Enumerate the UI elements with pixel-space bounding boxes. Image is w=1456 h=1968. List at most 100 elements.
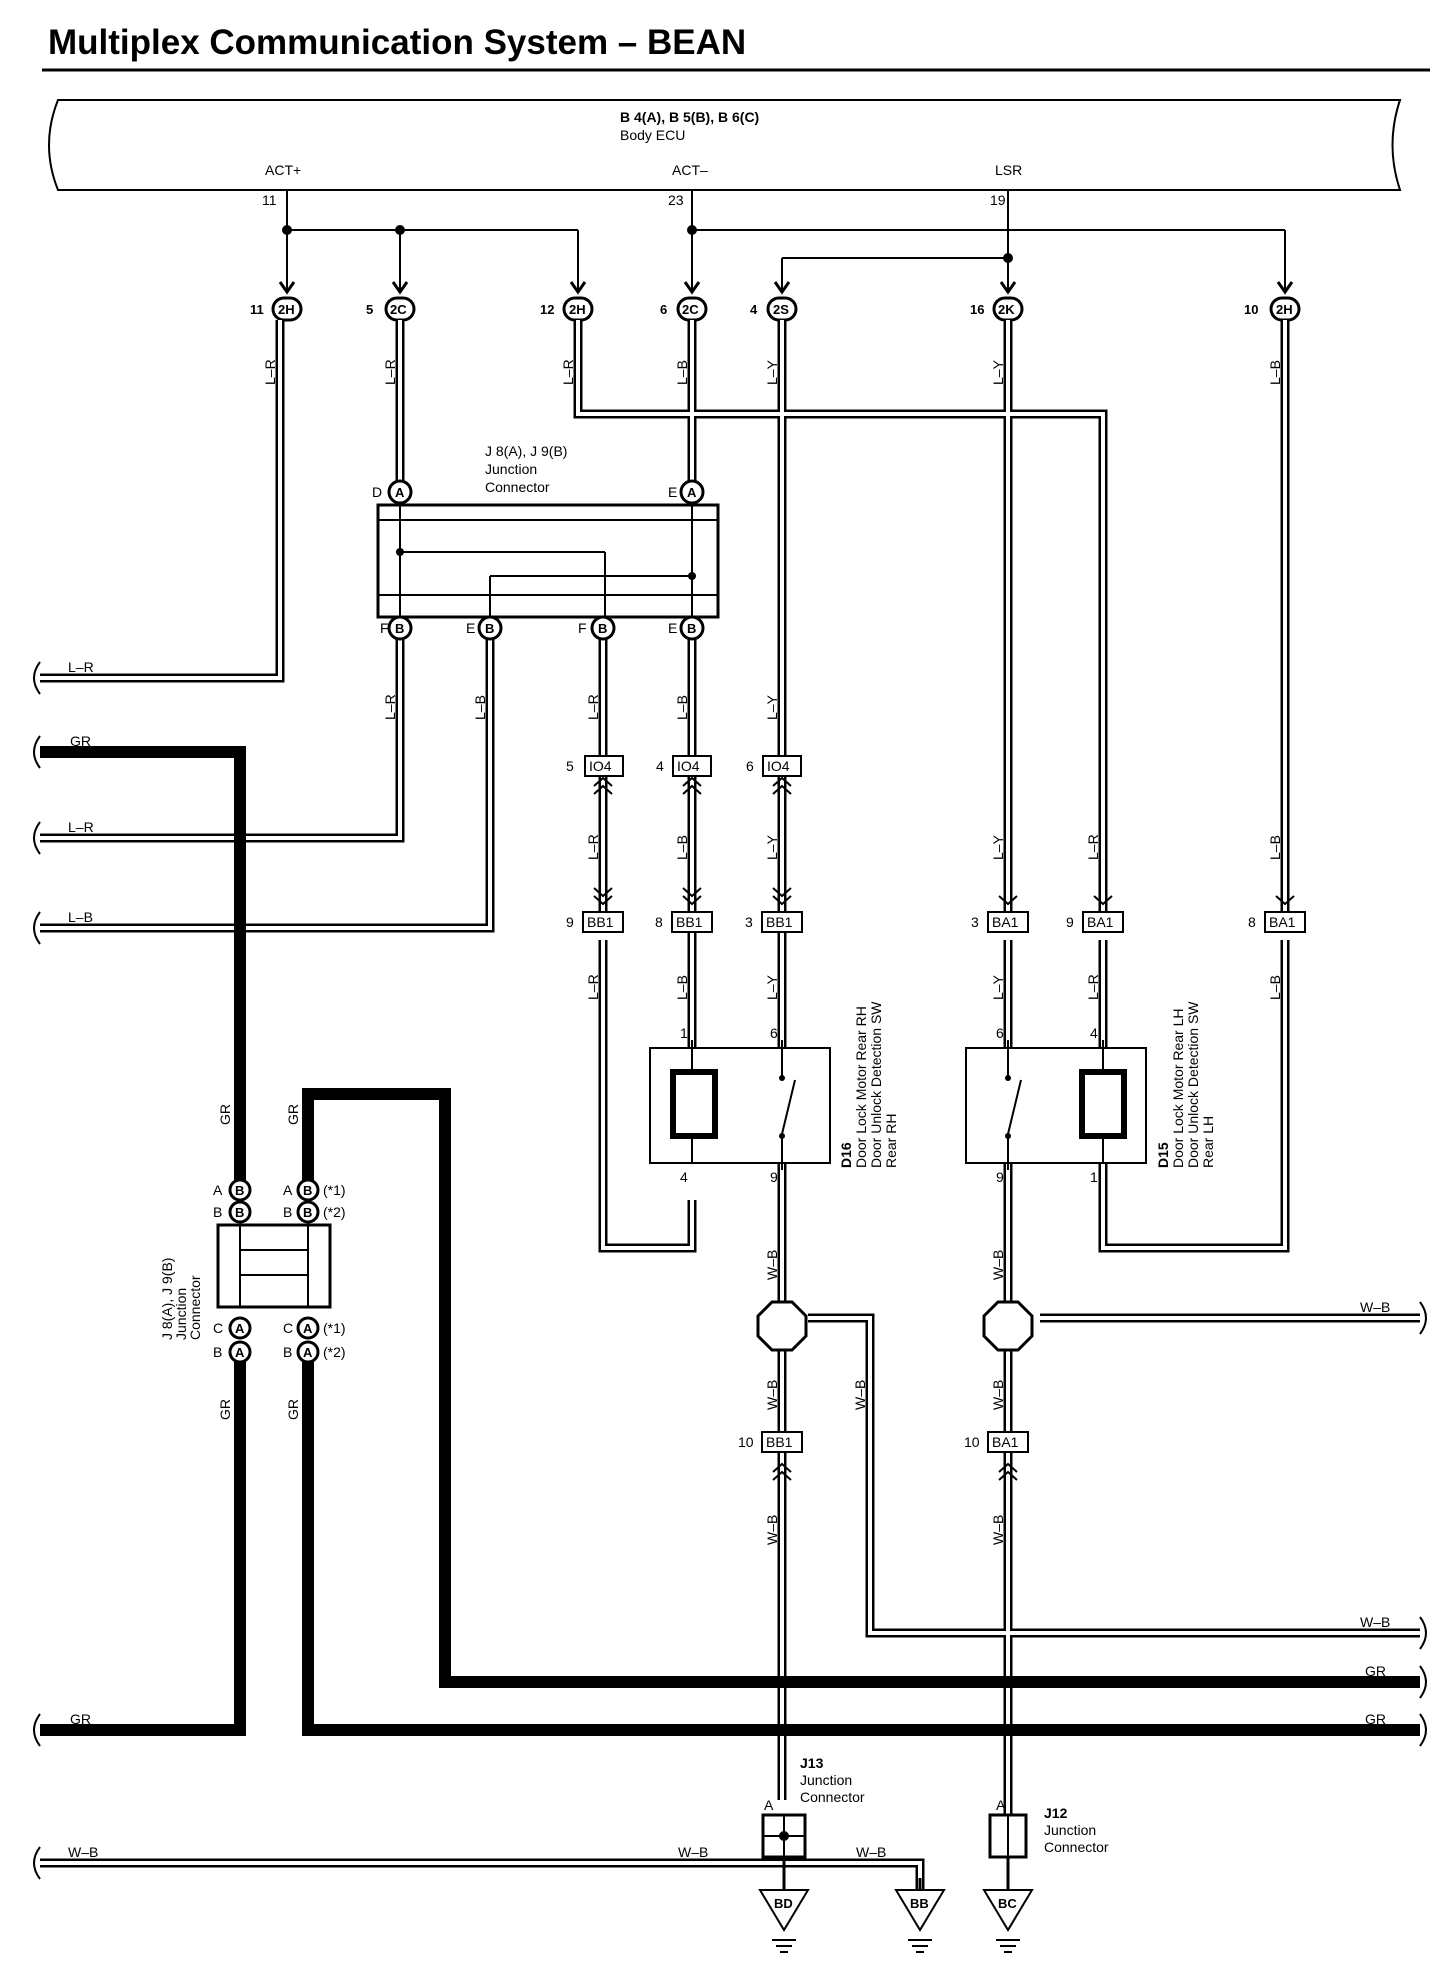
svg-text:GR: GR bbox=[217, 1104, 233, 1125]
svg-text:L–B: L–B bbox=[674, 835, 690, 860]
svg-text:GR: GR bbox=[1365, 1711, 1386, 1727]
door-lock-motor-rear-rh: 1 6 4 9 D16 Door Lock Motor Rear RH Door… bbox=[649, 1001, 899, 1185]
svg-text:(*1): (*1) bbox=[323, 1182, 346, 1198]
svg-text:A: A bbox=[213, 1182, 223, 1198]
svg-text:W–B: W–B bbox=[764, 1250, 780, 1280]
svg-text:C: C bbox=[213, 1320, 223, 1336]
svg-text:L–R: L–R bbox=[1085, 974, 1101, 1000]
svg-text:IO4: IO4 bbox=[767, 758, 790, 774]
svg-text:L–Y: L–Y bbox=[990, 834, 1006, 860]
svg-text:Connector: Connector bbox=[1044, 1839, 1109, 1855]
svg-text:2S: 2S bbox=[773, 302, 789, 317]
svg-text:B: B bbox=[303, 1205, 312, 1220]
svg-text:F: F bbox=[380, 620, 389, 636]
svg-text:Rear LH: Rear LH bbox=[1200, 1116, 1216, 1168]
svg-text:BB1: BB1 bbox=[587, 914, 614, 930]
wire-labels-horizontal: L–R GR L–R L–B GR W–B W–B W–B GR GR W–B … bbox=[68, 659, 1390, 1860]
svg-text:J 8(A), J 9(B): J 8(A), J 9(B) bbox=[159, 1258, 175, 1340]
svg-text:B: B bbox=[485, 621, 494, 636]
svg-text:Door Unlock Detection SW: Door Unlock Detection SW bbox=[868, 1001, 884, 1168]
svg-text:B: B bbox=[303, 1183, 312, 1198]
svg-text:D16: D16 bbox=[838, 1142, 854, 1168]
jc-upper-line1: Junction bbox=[485, 461, 537, 477]
svg-text:E: E bbox=[668, 620, 677, 636]
svg-text:5: 5 bbox=[566, 758, 574, 774]
svg-text:F: F bbox=[578, 620, 587, 636]
svg-text:W–B: W–B bbox=[764, 1515, 780, 1545]
svg-text:L–R: L–R bbox=[1085, 834, 1101, 860]
svg-text:GR: GR bbox=[217, 1399, 233, 1420]
svg-text:(*2): (*2) bbox=[323, 1204, 346, 1220]
svg-text:L–Y: L–Y bbox=[764, 694, 780, 720]
svg-text:6: 6 bbox=[770, 1025, 778, 1041]
svg-text:6: 6 bbox=[746, 758, 754, 774]
svg-text:Connector: Connector bbox=[187, 1275, 203, 1340]
svg-text:L–Y: L–Y bbox=[990, 359, 1006, 385]
svg-text:W–B: W–B bbox=[678, 1844, 708, 1860]
page-title: Multiplex Communication System – BEAN bbox=[48, 23, 746, 62]
svg-text:3: 3 bbox=[745, 914, 753, 930]
svg-text:3: 3 bbox=[971, 914, 979, 930]
svg-text:BA1: BA1 bbox=[992, 914, 1019, 930]
svg-text:10: 10 bbox=[964, 1434, 980, 1450]
svg-text:B: B bbox=[687, 621, 696, 636]
svg-text:Junction: Junction bbox=[1044, 1822, 1096, 1838]
junction-connector-j13: J13 Junction Connector A bbox=[761, 1755, 865, 1859]
svg-text:W–B: W–B bbox=[990, 1380, 1006, 1410]
svg-text:2K: 2K bbox=[998, 302, 1015, 317]
svg-text:L–B: L–B bbox=[1267, 835, 1283, 860]
junction-connector-j12: J12 Junction Connector A bbox=[988, 1797, 1109, 1859]
terminal-pin-23: 23 bbox=[668, 192, 684, 208]
svg-text:B: B bbox=[213, 1344, 222, 1360]
svg-text:L–Y: L–Y bbox=[764, 834, 780, 860]
svg-text:L–Y: L–Y bbox=[990, 974, 1006, 1000]
svg-text:L–B: L–B bbox=[674, 975, 690, 1000]
svg-text:J12: J12 bbox=[1044, 1805, 1068, 1821]
svg-text:IO4: IO4 bbox=[677, 758, 700, 774]
bus-wires bbox=[286, 190, 1286, 290]
svg-text:5: 5 bbox=[366, 302, 373, 317]
terminal-lsr: LSR bbox=[995, 162, 1022, 178]
svg-text:L–R: L–R bbox=[382, 359, 398, 385]
svg-text:Junction: Junction bbox=[173, 1288, 189, 1340]
svg-text:Door Lock Motor Rear LH: Door Lock Motor Rear LH bbox=[1170, 1008, 1186, 1168]
svg-text:L–B: L–B bbox=[68, 909, 93, 925]
junction-connector-lower: B B A A (*1) B B B B (*2) A A C C (*1) A… bbox=[159, 1178, 346, 1364]
wire-end-marks bbox=[33, 661, 1427, 1880]
svg-text:A: A bbox=[395, 485, 405, 500]
svg-text:Rear RH: Rear RH bbox=[883, 1114, 899, 1168]
svg-text:W–B: W–B bbox=[990, 1515, 1006, 1545]
svg-text:B: B bbox=[235, 1183, 244, 1198]
svg-text:BD: BD bbox=[774, 1896, 793, 1911]
svg-text:L–R: L–R bbox=[382, 694, 398, 720]
wire-labels-vertical: L–R L–R L–R L–B L–Y L–Y L–B L–R L–B L–R … bbox=[217, 359, 1283, 1545]
terminal-act-plus: ACT+ bbox=[265, 162, 301, 178]
svg-text:BC: BC bbox=[998, 1896, 1017, 1911]
svg-text:8: 8 bbox=[655, 914, 663, 930]
svg-text:L–R: L–R bbox=[585, 694, 601, 720]
svg-text:A: A bbox=[303, 1345, 313, 1360]
top-connectors: 2H 11 2C 5 2H 12 2C 6 2S 4 bbox=[250, 281, 1301, 322]
svg-text:GR: GR bbox=[1365, 1663, 1386, 1679]
svg-text:11: 11 bbox=[250, 302, 264, 317]
svg-text:BB1: BB1 bbox=[766, 914, 793, 930]
ground-connectors: BB1 10 BA1 10 bbox=[738, 1431, 1029, 1453]
jc-upper-name: J 8(A), J 9(B) bbox=[485, 443, 567, 459]
svg-text:A: A bbox=[764, 1797, 774, 1813]
svg-text:Door Unlock Detection SW: Door Unlock Detection SW bbox=[1185, 1001, 1201, 1168]
svg-text:(*2): (*2) bbox=[323, 1344, 346, 1360]
svg-text:Connector: Connector bbox=[800, 1789, 865, 1805]
svg-text:12: 12 bbox=[540, 302, 554, 317]
svg-text:B: B bbox=[598, 621, 607, 636]
svg-text:W–B: W–B bbox=[856, 1844, 886, 1860]
svg-text:1: 1 bbox=[1090, 1169, 1098, 1185]
svg-text:C: C bbox=[283, 1320, 293, 1336]
svg-text:8: 8 bbox=[1248, 914, 1256, 930]
svg-text:B: B bbox=[395, 621, 404, 636]
svg-text:2H: 2H bbox=[278, 302, 295, 317]
jc-upper-line2: Connector bbox=[485, 479, 550, 495]
svg-text:W–B: W–B bbox=[1360, 1614, 1390, 1630]
svg-text:A: A bbox=[235, 1345, 245, 1360]
svg-text:Door Lock Motor Rear RH: Door Lock Motor Rear RH bbox=[853, 1006, 869, 1168]
